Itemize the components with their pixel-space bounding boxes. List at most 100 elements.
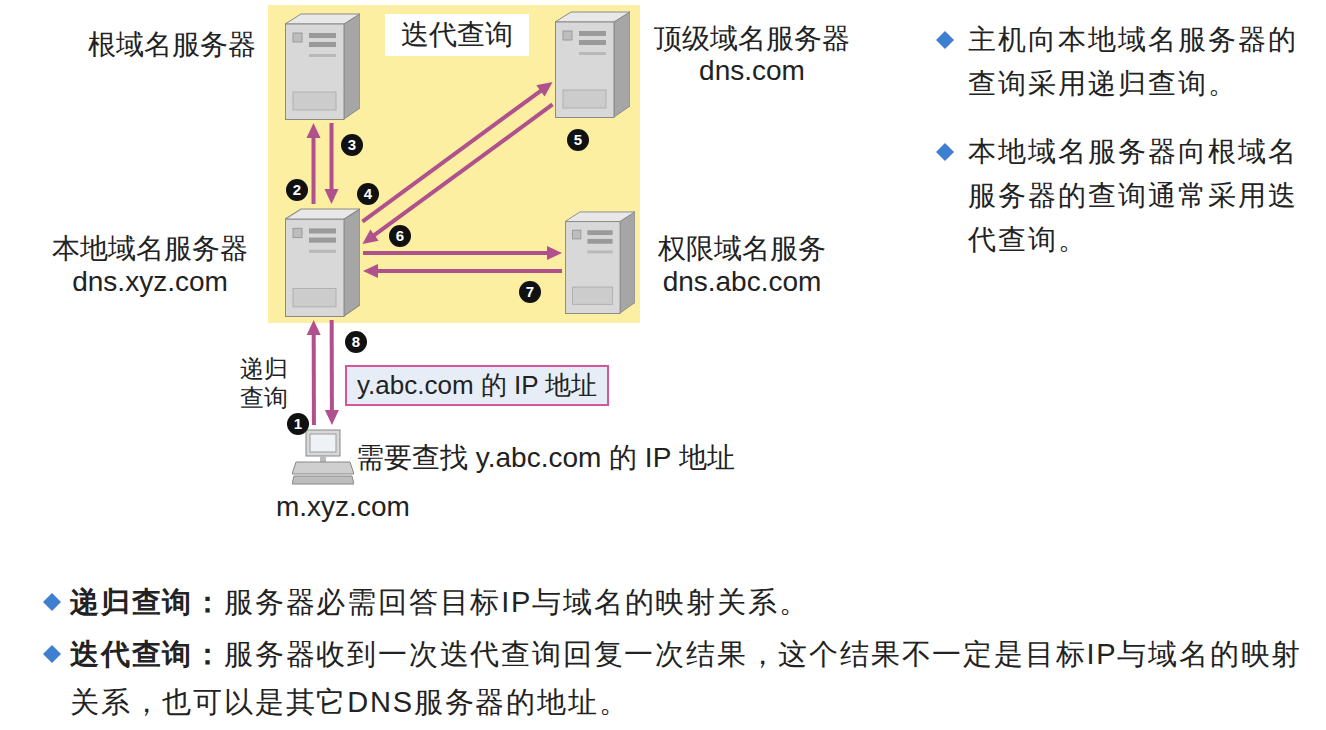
term-heading: 迭代查询： (70, 638, 224, 670)
text-holder: 权限域名服务 (658, 232, 826, 266)
server-button (293, 33, 302, 42)
arrow-connector (307, 320, 321, 425)
arrow-head (325, 189, 339, 204)
keyboard (292, 476, 354, 484)
server-node: 根域名服务器 (285, 12, 360, 120)
callout-number: 3 (341, 134, 363, 156)
text-holder: dns.xyz.com (72, 265, 228, 299)
server-bay (579, 52, 606, 55)
server-front (556, 22, 615, 118)
server-node: 本地域名服务器dns.xyz.com (285, 207, 360, 317)
arrow-line (312, 333, 316, 425)
text-holder: 根域名服务器 (88, 28, 256, 62)
server-side (344, 209, 360, 316)
arrow-head (547, 246, 562, 260)
node-name: 顶级域名服务器 (654, 23, 850, 54)
text-holder: 本地域名服务器 (52, 232, 248, 266)
callout-holder: 1 (287, 413, 309, 435)
callout-number: 5 (567, 129, 589, 151)
note-holder: 主机向本地域名服务器的查询采用递归查询。 (968, 18, 1304, 106)
server-bay (309, 33, 336, 38)
callout-holder: 8 (345, 331, 367, 353)
callout-holder: 3 (341, 134, 363, 156)
arrow-line (330, 320, 334, 412)
arrow-head (325, 410, 339, 425)
arrow-connector (307, 123, 321, 204)
node-domain: dns.com (699, 55, 805, 86)
callout-holder: 4 (357, 183, 379, 205)
arrow-connector (362, 104, 552, 243)
note-holder: 本地域名服务器向根域名服务器的查询通常采用迭代查询。 (968, 130, 1304, 262)
arrow-line (373, 104, 553, 236)
term-heading: 递归查询： (70, 586, 224, 618)
node-domain: dns.abc.com (663, 266, 822, 297)
text-holder: 需要查找 y.abc.com 的 IP 地址 (356, 441, 735, 475)
callout-holder: 6 (389, 225, 411, 247)
iteration-region: 迭代查询根域名服务器 顶级域名服务器dns.com 本地域名服务器dns.xyz.c… (268, 5, 640, 323)
term-body: 服务器必需回答目标IP与域名的映射关系。 (224, 586, 809, 618)
callout-number: 6 (389, 225, 411, 247)
host-computer: 需要查找 y.abc.com 的 IP 地址m.xyz.com (292, 428, 354, 486)
server-front (565, 222, 620, 314)
arrow-line (330, 123, 334, 191)
server-node: 权限域名服务dns.abc.com (565, 210, 635, 314)
server-icon (285, 12, 360, 120)
server-bay (579, 40, 606, 45)
callout-number: 4 (357, 183, 379, 205)
server-node: 顶级域名服务器dns.com (555, 10, 630, 118)
definition-holder: 迭代查询：服务器收到一次迭代查询回复一次结果，这个结果不一定是目标IP与域名的映… (70, 630, 1306, 726)
bullet-diamond (43, 593, 61, 611)
server-side (614, 12, 630, 117)
callout-holder: 5 (567, 129, 589, 151)
server-button (563, 31, 572, 40)
region-title: 迭代查询 (385, 14, 529, 56)
definition-holder: 递归查询：服务器必需回答目标IP与域名的映射关系。 (70, 578, 1306, 626)
node-name: 本地域名服务器 (52, 233, 248, 264)
arrow-connector (325, 123, 339, 204)
server-button (572, 230, 580, 239)
server-bay (309, 54, 336, 57)
arrow-line (362, 90, 542, 222)
text-holder: dns.com (699, 54, 805, 88)
server-button (293, 228, 302, 237)
arrow-connector (325, 320, 339, 425)
arrow-head (362, 229, 378, 244)
server-icon (565, 210, 635, 314)
note-text: 主机向本地域名服务器的查询采用递归查询。 (968, 18, 1304, 106)
node-domain: m.xyz.com (276, 491, 410, 522)
server-bay (587, 239, 612, 244)
text-holder: m.xyz.com (276, 490, 410, 524)
node-domain: dns.xyz.com (72, 266, 228, 297)
side-label-holder: 递归查询 (240, 355, 289, 413)
arrow-connector (363, 264, 562, 278)
arrow-connector (362, 82, 552, 221)
arrow-line (312, 136, 316, 204)
side-label: 递归查询 (240, 355, 288, 411)
text-holder: dns.abc.com (663, 265, 822, 299)
bullet-diamond (936, 31, 954, 49)
callout-holder: 7 (519, 281, 541, 303)
node-name: 根域名服务器 (88, 29, 256, 60)
arrow-head (536, 82, 552, 97)
callout-holder: 2 (286, 179, 308, 201)
monitor-stand (320, 456, 326, 462)
server-side (620, 212, 635, 313)
arrow-head (363, 264, 378, 278)
server-bay (309, 42, 336, 47)
arrow-line (363, 251, 549, 255)
screen (310, 434, 336, 452)
server-bay (587, 230, 612, 235)
server-front (286, 219, 345, 316)
arrow-line (376, 269, 562, 273)
node-name: 权限域名服务 (658, 233, 826, 264)
server-icon (555, 10, 630, 118)
monitor (306, 430, 340, 456)
result-text: y.abc.com 的 IP 地址 (357, 370, 597, 400)
arrow-head (307, 123, 321, 138)
server-front (286, 24, 345, 120)
server-grille (572, 287, 612, 304)
text-holder: 迭代查询 (385, 14, 529, 56)
arrow-head (307, 320, 321, 335)
